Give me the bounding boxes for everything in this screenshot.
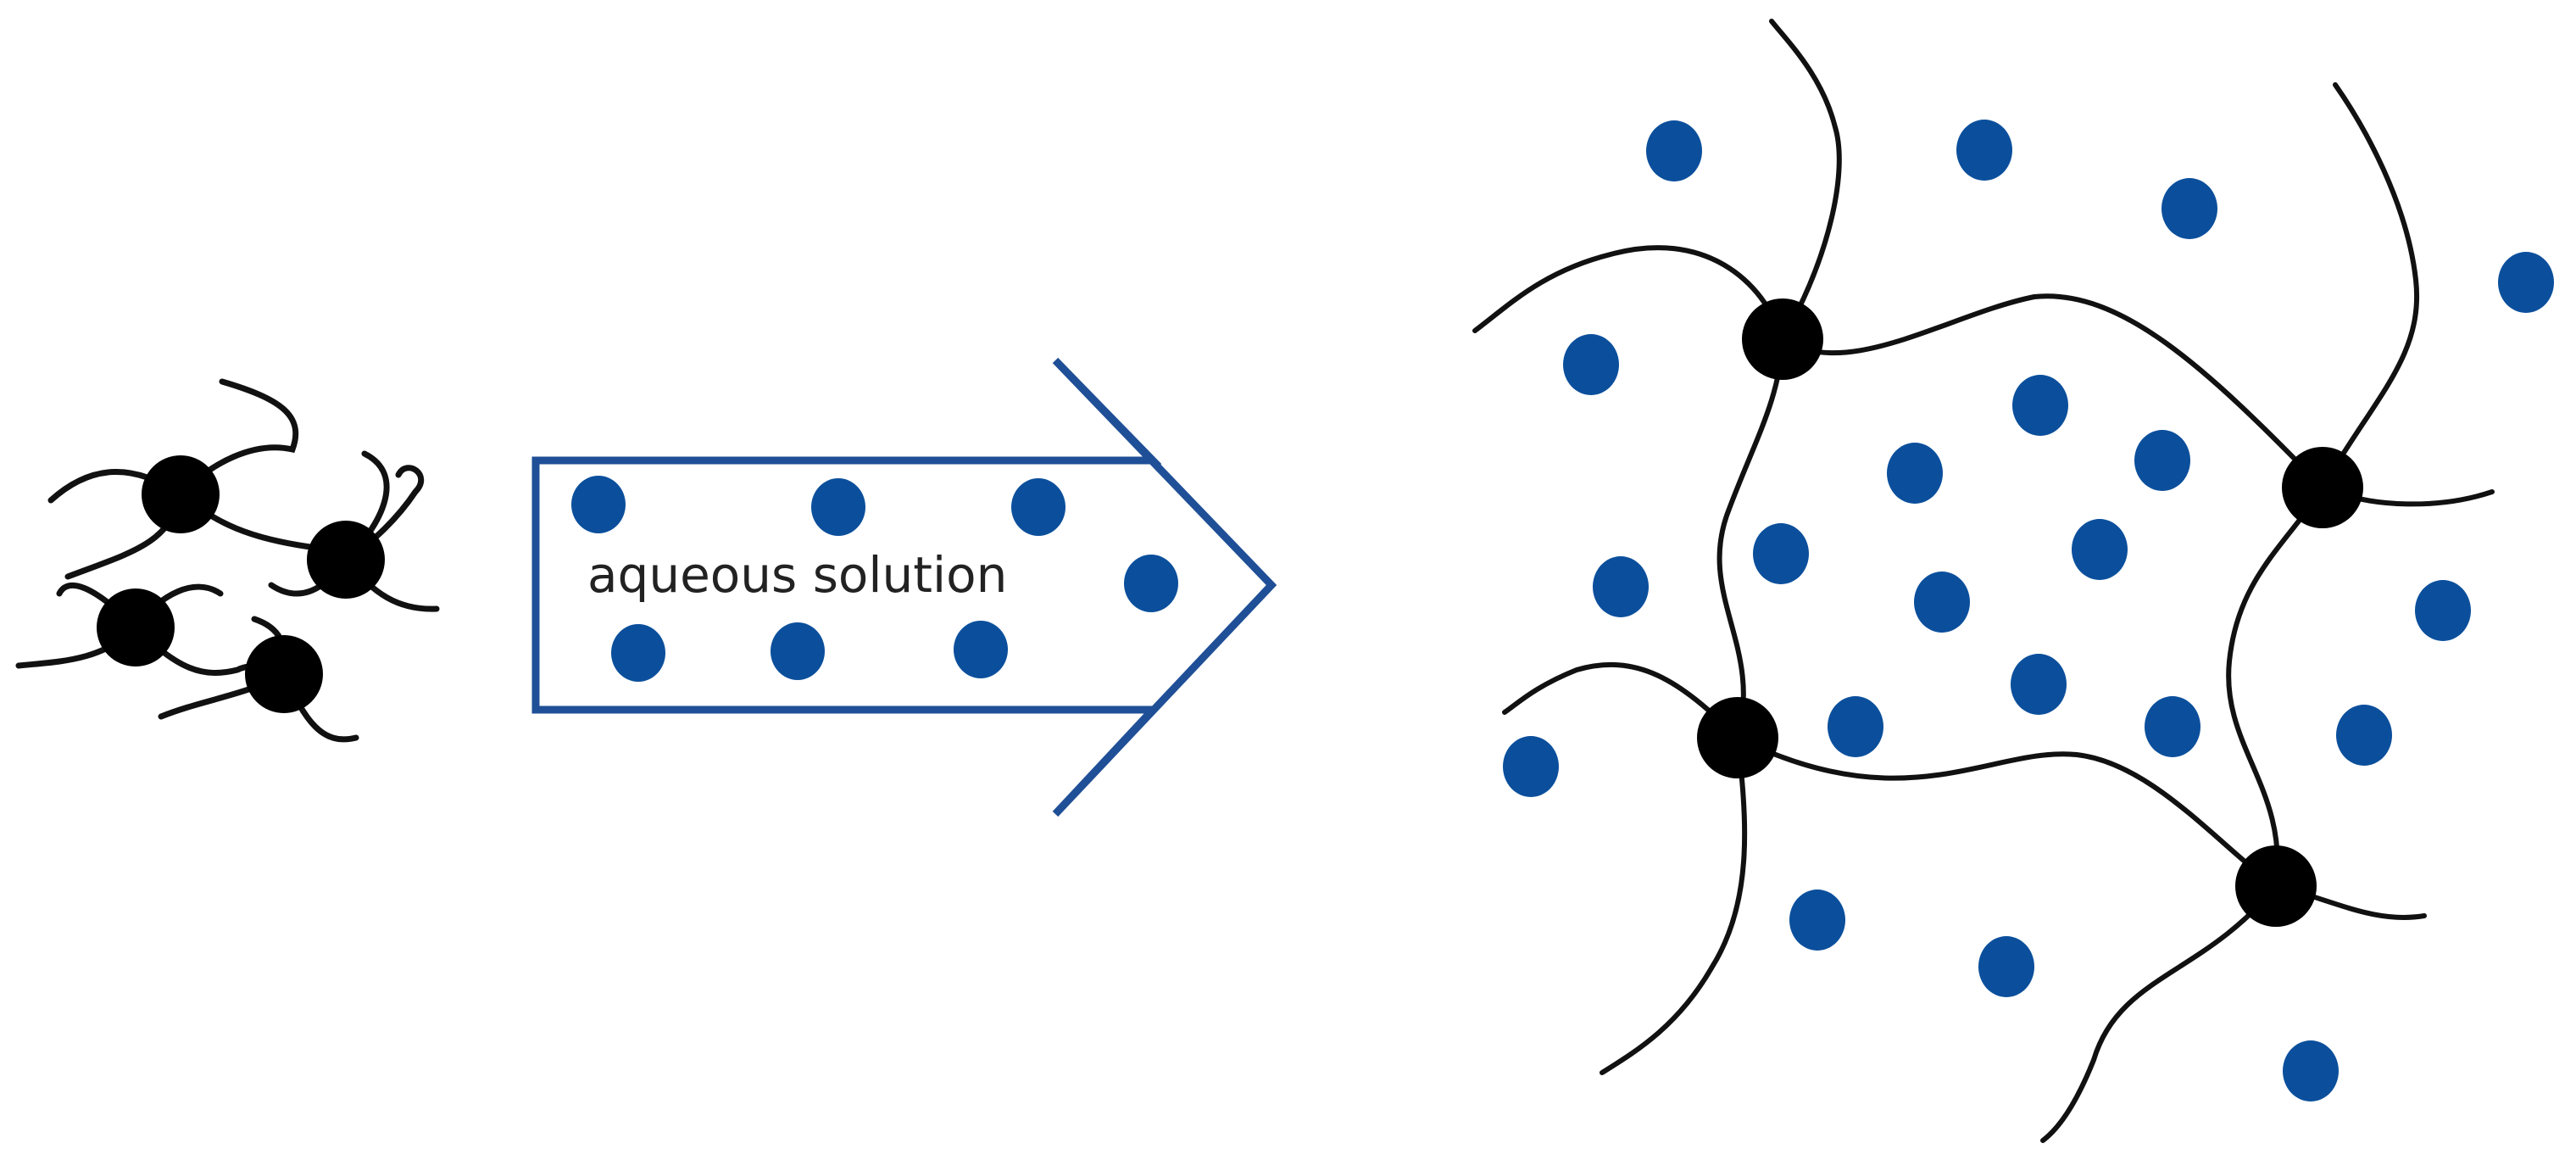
water-molecule	[1914, 572, 1970, 633]
water-molecule	[2162, 178, 2217, 239]
water-molecule	[954, 621, 1008, 678]
water-molecule	[771, 622, 825, 680]
dry-crosslink-nodes	[97, 455, 385, 713]
polymer-chain	[1600, 735, 1748, 1075]
arrow-outline	[531, 357, 1277, 817]
water-molecule	[2498, 252, 2554, 313]
absorbed-water-molecules	[1503, 120, 2554, 1101]
water-molecule	[1503, 736, 1559, 797]
water-molecule	[2283, 1040, 2339, 1101]
water-molecule	[2011, 654, 2067, 715]
swollen-polymer-network	[1472, 19, 2495, 1143]
arrow-label: aqueous solution	[587, 546, 1007, 604]
crosslink-node	[2235, 845, 2317, 927]
water-molecule	[811, 478, 865, 536]
crosslink-node	[307, 521, 385, 599]
crosslink-node	[1742, 298, 1823, 380]
crosslink-node	[245, 635, 323, 713]
polymer-chain	[1716, 337, 1785, 740]
water-molecule	[2012, 375, 2068, 436]
swelling-arrow: aqueous solution	[531, 357, 1277, 817]
water-molecule	[2145, 696, 2200, 757]
water-molecule	[2336, 705, 2392, 766]
polymer-chain	[2040, 884, 2278, 1143]
polymer-chain	[2320, 82, 2420, 490]
polymer-chain	[177, 378, 299, 498]
crosslink-node	[142, 455, 220, 533]
polymer-chain	[2226, 485, 2325, 889]
water-molecule	[1978, 936, 2034, 997]
water-molecule	[2072, 519, 2128, 580]
water-molecule	[1011, 478, 1065, 536]
water-molecule	[1956, 120, 2012, 181]
polymer-chain	[1502, 661, 1740, 740]
water-molecule	[2415, 580, 2471, 641]
water-molecule	[2134, 430, 2190, 491]
water-molecule	[1124, 555, 1178, 612]
polymer-chain	[1735, 735, 2278, 889]
polymer-chain	[1769, 19, 1842, 342]
water-molecule	[1753, 523, 1809, 584]
crosslink-node	[97, 588, 175, 666]
swollen-crosslink-nodes	[1697, 298, 2363, 927]
water-molecule	[1887, 443, 1943, 504]
water-molecule	[1646, 120, 1702, 181]
water-molecule	[1593, 556, 1649, 617]
polymer-chain	[1780, 293, 2325, 490]
water-molecule	[1563, 334, 1619, 395]
polymer-chain	[1472, 245, 1785, 342]
crosslink-node	[2282, 447, 2363, 528]
water-molecule	[571, 476, 626, 533]
water-molecule	[1828, 696, 1883, 757]
crosslink-node	[1697, 697, 1778, 778]
arrow-water-molecules	[571, 476, 1178, 682]
water-molecule	[1789, 890, 1845, 951]
water-molecule	[611, 624, 665, 682]
